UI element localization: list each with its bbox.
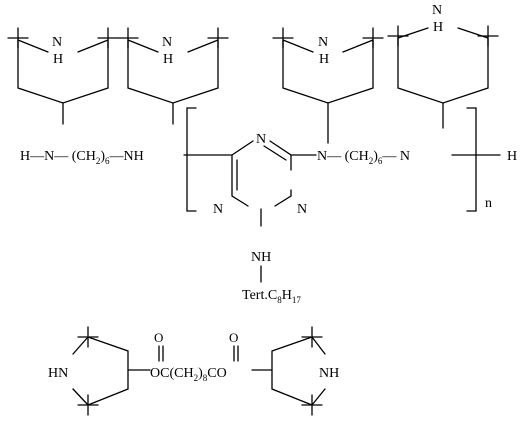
left-chain-label: H—N— (CH2)6—NH <box>20 149 144 166</box>
bottom-ester-molecule: HN OC(CH2)8CO O O NH <box>48 326 339 416</box>
ring4-n: N <box>432 3 442 18</box>
triazine-n-top: N <box>256 132 266 147</box>
carbonyl-o-left: O <box>154 330 163 345</box>
tert-octyl-label: Tert.C8H17 <box>242 288 301 305</box>
triazine-nh: NH <box>251 250 271 265</box>
repeat-subscript-n: n <box>485 196 492 211</box>
triazine-n-right: N <box>297 202 307 217</box>
triazine-n-left: N <box>213 202 223 217</box>
piperidine-ring-3: N H <box>272 27 384 144</box>
main-chain: H—N— (CH2)6—NH n N— (CH2)6— N H <box>20 107 517 212</box>
ring2-h: H <box>163 52 173 67</box>
ring2-n: N <box>162 35 172 50</box>
ring1-h: H <box>53 52 63 67</box>
right-chain-label: N— (CH2)6— N <box>317 149 410 166</box>
bottom-right-nh: NH <box>319 366 339 381</box>
piperidine-ring-4: N H <box>387 3 499 129</box>
end-h: H <box>507 149 517 164</box>
triazine-ring: N N N NH Tert.C8H17 <box>213 132 307 305</box>
piperidine-ring-2: N H <box>117 27 229 125</box>
ring4-h: H <box>433 20 443 35</box>
bottom-left-hn: HN <box>48 366 68 381</box>
ring3-n: N <box>318 35 328 50</box>
ring3-h: H <box>319 52 329 67</box>
ester-center-label: OC(CH2)8CO <box>150 366 227 383</box>
ring1-n: N <box>52 35 62 50</box>
carbonyl-o-right: O <box>229 330 238 345</box>
piperidine-ring-1: N H <box>7 27 119 125</box>
